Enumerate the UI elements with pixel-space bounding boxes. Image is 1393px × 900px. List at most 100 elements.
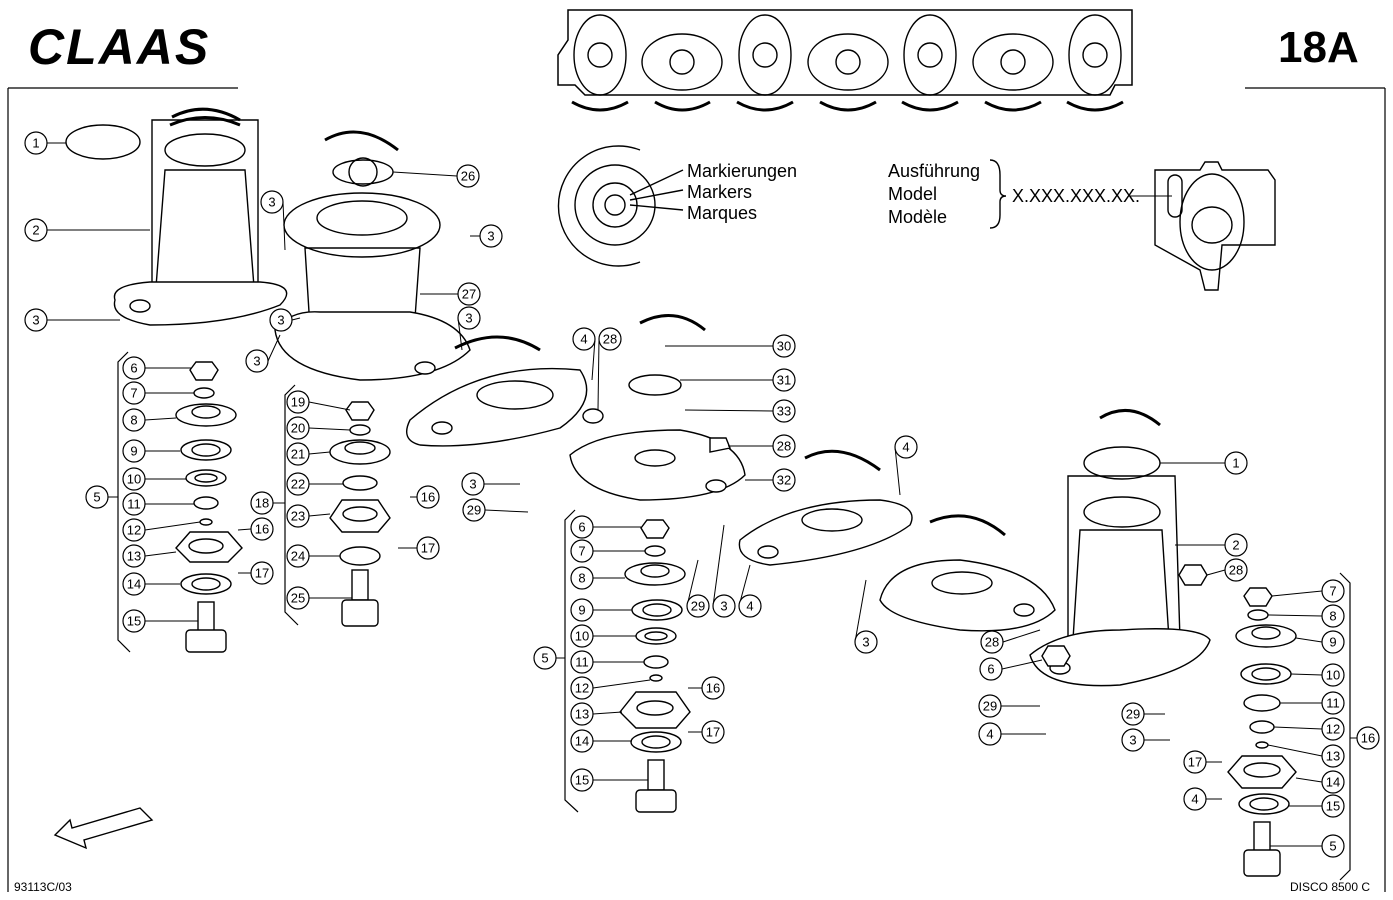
callout-circle <box>122 572 146 596</box>
callout-number: 29 <box>691 599 705 614</box>
callout-number: 28 <box>777 439 791 454</box>
callout-number: 32 <box>777 473 791 488</box>
part-callout-28: 28 <box>728 434 796 458</box>
callout-leader-line <box>592 679 651 689</box>
callout-number: 28 <box>985 635 999 650</box>
callout-leader-line <box>894 446 901 496</box>
callout-leader-line <box>686 559 699 607</box>
part-callout-4: 4 <box>738 564 762 618</box>
callout-leader-line <box>592 711 623 715</box>
markers-label-en: Markers <box>687 182 752 202</box>
callout-leader-line <box>854 579 867 643</box>
part-callout-5: 5 <box>1270 834 1345 858</box>
callout-number: 33 <box>777 404 791 419</box>
callout-circle <box>979 657 1003 681</box>
callout-circle <box>1321 691 1345 715</box>
part-callout-32: 32 <box>745 468 796 492</box>
part-callout-17: 17 <box>238 561 274 585</box>
callout-leader-line <box>282 201 286 251</box>
callout-circle <box>24 131 48 155</box>
second-drum-assembly <box>274 157 471 381</box>
callout-number: 3 <box>268 195 275 210</box>
callout-circle <box>1224 533 1248 557</box>
callout-number: 15 <box>575 773 589 788</box>
callout-circle <box>1183 787 1207 811</box>
part-callout-3: 3 <box>461 472 520 496</box>
callout-number: 13 <box>575 707 589 722</box>
part-callout-19: 19 <box>286 390 351 414</box>
callout-circle <box>250 561 274 585</box>
callout-number: 25 <box>291 591 305 606</box>
part-callout-20: 20 <box>286 416 351 440</box>
callout-circle <box>122 356 146 380</box>
part-callout-11: 11 <box>122 492 194 516</box>
part-callout-29: 29 <box>686 559 710 618</box>
part-callout-13: 13 <box>570 702 623 726</box>
part-callout-28: 28 <box>980 629 1041 654</box>
callout-number: 27 <box>462 287 476 302</box>
callout-circle <box>122 518 146 542</box>
callout-number: 7 <box>1329 584 1336 599</box>
callout-leader-line <box>267 334 281 362</box>
callout-number: 24 <box>291 549 305 564</box>
callout-number: 19 <box>291 395 305 410</box>
part-callout-25: 25 <box>286 586 352 610</box>
callout-number: 5 <box>93 490 100 505</box>
callout-circle <box>570 702 594 726</box>
callout-circle <box>570 650 594 674</box>
callout-circle <box>1321 604 1345 628</box>
callout-number: 11 <box>575 655 589 670</box>
callout-number: 3 <box>862 635 869 650</box>
callout-number: 29 <box>1126 707 1140 722</box>
callout-number: 21 <box>291 447 305 462</box>
part-callout-10: 10 <box>1290 663 1345 687</box>
callout-circle <box>533 646 557 670</box>
callout-circle <box>1121 702 1145 726</box>
callout-leader-line <box>1267 614 1323 617</box>
center-gear-stack <box>619 519 691 813</box>
part-callout-4: 4 <box>894 435 918 496</box>
part-callout-9: 9 <box>1295 630 1345 654</box>
part-callout-14: 14 <box>570 729 632 753</box>
callout-circle <box>570 729 594 753</box>
callout-circle <box>457 306 481 330</box>
callout-number: 14 <box>127 577 141 592</box>
part-callout-4: 4 <box>1183 787 1222 811</box>
callout-circle <box>1321 663 1345 687</box>
callout-circle <box>457 282 481 306</box>
callout-circle <box>245 349 269 373</box>
callout-number: 4 <box>746 599 753 614</box>
callout-circle <box>1321 744 1345 768</box>
direction-arrow <box>53 807 154 850</box>
callout-circle <box>1321 717 1345 741</box>
callout-leader-line <box>392 171 458 177</box>
part-callout-15: 15 <box>570 768 648 792</box>
part-callout-17: 17 <box>1183 750 1222 774</box>
part-callout-14: 14 <box>1295 770 1345 794</box>
callout-circle <box>286 544 310 568</box>
part-callout-7: 7 <box>570 539 645 563</box>
callout-circle <box>462 498 486 522</box>
part-callout-3: 3 <box>245 334 281 373</box>
callout-leader-line <box>1290 673 1323 676</box>
part-callout-15: 15 <box>122 609 198 633</box>
callout-circle <box>1321 834 1345 858</box>
part-callout-3: 3 <box>712 524 736 618</box>
part-callout-22: 22 <box>286 472 343 496</box>
part-callout-10: 10 <box>570 624 636 648</box>
part-callout-8: 8 <box>1267 604 1345 628</box>
part-callout-2: 2 <box>24 218 150 242</box>
part-callout-23: 23 <box>286 504 331 528</box>
callout-number: 4 <box>986 727 993 742</box>
callout-circle <box>712 594 736 618</box>
callout-circle <box>122 467 146 491</box>
callout-circle <box>122 609 146 633</box>
callout-number: 8 <box>130 413 137 428</box>
part-callout-12: 12 <box>1273 717 1345 741</box>
callout-number: 11 <box>127 497 141 512</box>
callout-circle <box>570 515 594 539</box>
callout-circle <box>269 308 293 332</box>
callout-leader-line <box>1271 590 1323 597</box>
callout-circle <box>978 694 1002 718</box>
